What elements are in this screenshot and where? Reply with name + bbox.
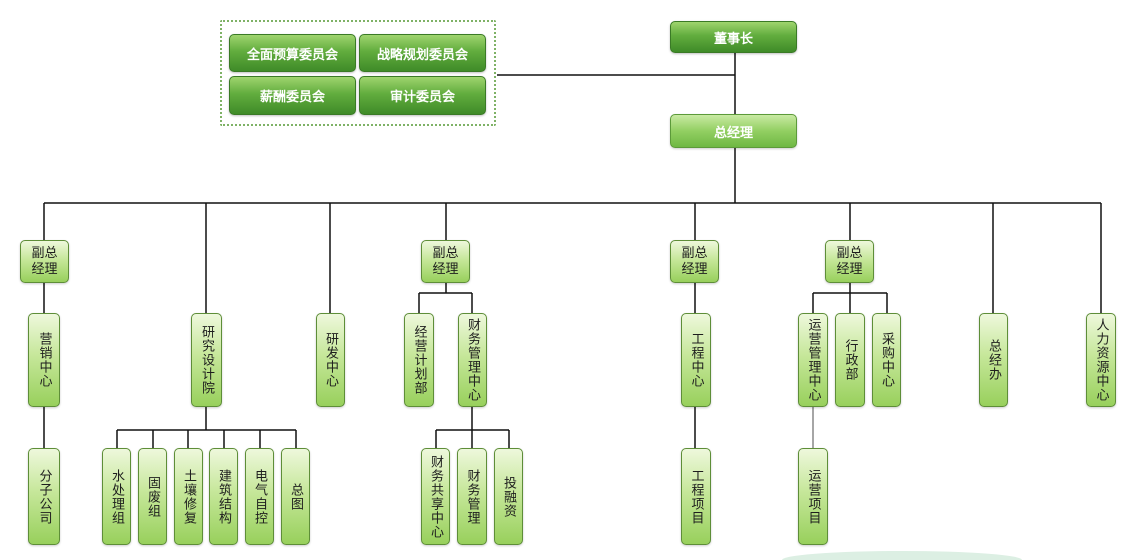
chairman-node: 董事长 xyxy=(670,21,797,53)
procurement-center-node: 采购中心 xyxy=(872,313,901,407)
marketing-center-node: 营销中心 xyxy=(28,313,60,407)
gm-office-node: 总经办 xyxy=(979,313,1008,407)
research-group-node: 建筑结构 xyxy=(209,448,238,545)
engineering-center-node: 工程中心 xyxy=(681,313,711,407)
vice-gm-node: 副总经理 xyxy=(670,240,719,283)
engineering-projects-node: 工程项目 xyxy=(681,448,711,545)
research-group-node: 固废组 xyxy=(138,448,167,545)
finance-unit-node: 投融资 xyxy=(494,448,523,545)
business-planning-node: 经营计划部 xyxy=(404,313,434,407)
vice-gm-node: 副总经理 xyxy=(20,240,69,283)
vice-gm-node: 副总经理 xyxy=(421,240,470,283)
finance-center-node: 财务管理中心 xyxy=(458,313,487,407)
committee-audit: 审计委员会 xyxy=(359,76,486,115)
committee-budget: 全面预算委员会 xyxy=(229,34,356,72)
vice-gm-node: 副总经理 xyxy=(825,240,874,283)
research-group-node: 土壤修复 xyxy=(174,448,203,545)
hr-center-node: 人力资源中心 xyxy=(1086,313,1116,407)
subsidiaries-node: 分子公司 xyxy=(28,448,60,545)
finance-unit-node: 财务共享中心 xyxy=(421,448,450,545)
committee-strategy: 战略规划委员会 xyxy=(359,34,486,72)
committee-compensation: 薪酬委员会 xyxy=(229,76,356,115)
general-manager-node: 总经理 xyxy=(670,114,797,148)
research-group-node: 水处理组 xyxy=(102,448,131,545)
decorative-arc xyxy=(782,551,1022,560)
finance-unit-node: 财务管理 xyxy=(457,448,487,545)
research-institute-node: 研究设计院 xyxy=(191,313,222,407)
rnd-center-node: 研发中心 xyxy=(316,313,345,407)
operations-center-node: 运营管理中心 xyxy=(798,313,828,407)
operations-projects-node: 运营项目 xyxy=(798,448,828,545)
research-group-node: 电气自控 xyxy=(245,448,274,545)
research-group-node: 总图 xyxy=(281,448,310,545)
admin-department-node: 行政部 xyxy=(835,313,865,407)
committee-group xyxy=(220,20,496,126)
